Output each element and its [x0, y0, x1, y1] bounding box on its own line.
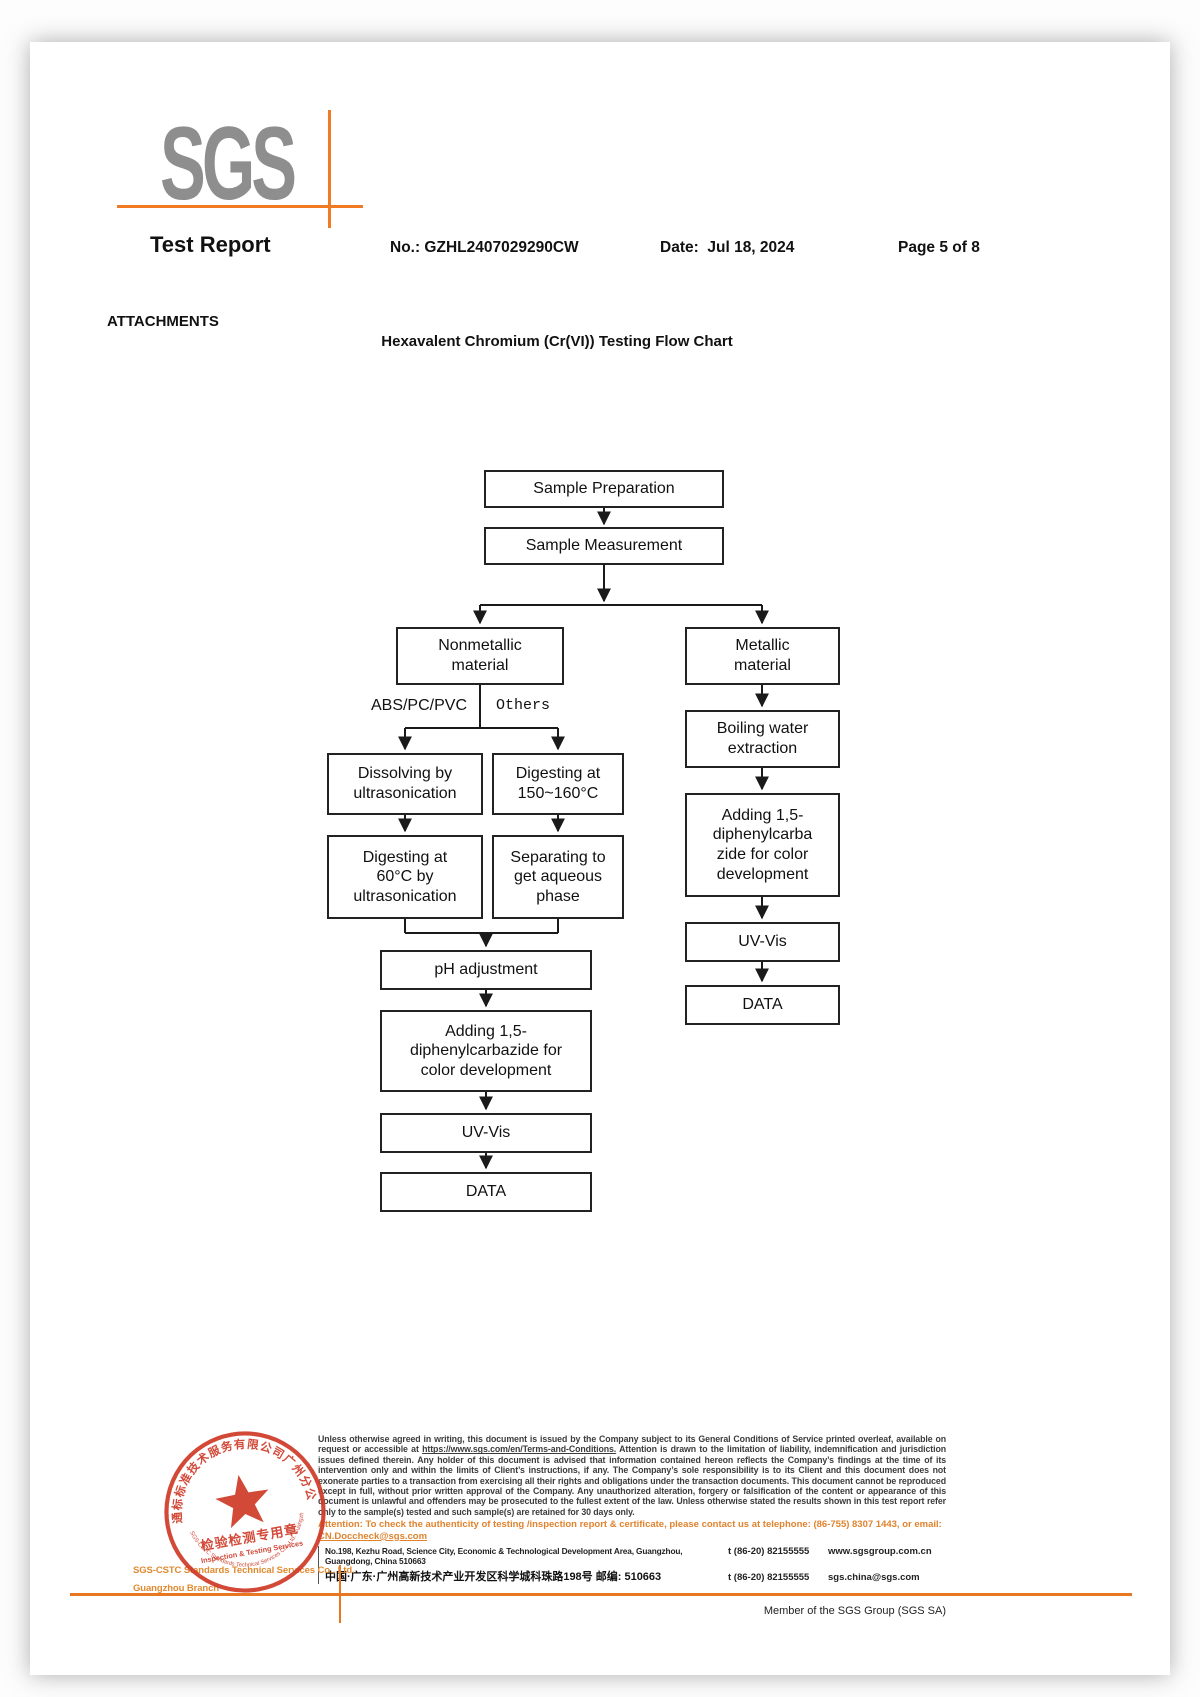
legal-disclaimer: Unless otherwise agreed in writing, this…: [318, 1434, 946, 1517]
flow-node-data-left: DATA: [380, 1172, 592, 1212]
flow-node-adding-dpc-right: Adding 1,5- diphenylcarba zide for color…: [685, 793, 840, 897]
attachments-heading: ATTACHMENTS: [107, 313, 219, 330]
report-number: No.: GZHL2407029290CW: [390, 239, 579, 256]
company-name-line: SGS-CSTC Standards Technical Services Co…: [133, 1565, 355, 1576]
flowchart-connectors: [398, 508, 769, 1170]
flow-node-boiling-water-extraction: Boiling water extraction: [685, 710, 840, 768]
logo-underline: [117, 205, 363, 208]
doccheck-email: CN.Doccheck@sgs.com: [318, 1530, 428, 1542]
flow-node-digesting-150-160: Digesting at 150~160°C: [492, 753, 624, 815]
footer-orange-rule: [70, 1593, 1132, 1596]
company-branch-line: Guangzhou Branch: [133, 1583, 220, 1594]
address-row-en: No.198, Kezhu Road, Science City, Econom…: [325, 1546, 946, 1566]
address-block: No.198, Kezhu Road, Science City, Econom…: [318, 1545, 946, 1584]
flow-node-metallic-material: Metallic material: [685, 627, 840, 685]
flow-node-nonmetallic-material: Nonmetallic material: [396, 627, 564, 685]
legal-text-before-url: Unless otherwise agreed in writing, this…: [318, 1434, 946, 1455]
address-chinese: 中国·广东·广州高新技术产业开发区科学城科珠路198号 邮编: 510663: [325, 1570, 662, 1583]
legal-text-after-url: Attention is drawn to the limitation of …: [318, 1444, 947, 1517]
flow-node-separating-aqueous: Separating to get aqueous phase: [492, 835, 624, 919]
stamp-circle: [164, 1431, 326, 1593]
footer-orange-tick: [339, 1565, 341, 1623]
phone-number: t (86-20) 82155555: [728, 1545, 810, 1557]
address-row-cn: 中国·广东·广州高新技术产业开发区科学城科珠路198号 邮编: 510663 t…: [325, 1568, 946, 1584]
report-page: SGS Test Report No.: GZHL2407029290CW Da…: [30, 42, 1170, 1675]
logo-vertical-line: [328, 110, 331, 228]
footer-text-block: Unless otherwise agreed in writing, this…: [318, 1434, 946, 1584]
sgs-logo: SGS: [160, 106, 297, 222]
report-date: Date: Jul 18, 2024: [660, 239, 795, 256]
flow-node-adding-dpc-left: Adding 1,5- diphenylcarbazide for color …: [380, 1010, 592, 1092]
branch-label-others: Others: [496, 697, 551, 714]
stamp-star: [215, 1474, 269, 1529]
flowchart-title: Hexavalent Chromium (Cr(VI)) Testing Flo…: [381, 333, 733, 350]
flow-node-uv-vis-right: UV-Vis: [685, 922, 840, 962]
flow-node-sample-measurement: Sample Measurement: [484, 527, 724, 565]
branch-label-abs-pc-pvc: ABS/PC/PVC: [370, 697, 467, 714]
sgs-group-member-line: Member of the SGS Group (SGS SA): [763, 1605, 946, 1617]
flow-node-ph-adjustment: pH adjustment: [380, 950, 592, 990]
flow-node-dissolving-ultrasonication: Dissolving by ultrasonication: [327, 753, 483, 815]
phone-number: t (86-20) 82155555: [728, 1571, 810, 1583]
attention-text: Attention: To check the authenticity of …: [318, 1519, 942, 1530]
address-english: No.198, Kezhu Road, Science City, Econom…: [325, 1545, 683, 1566]
flow-node-sample-preparation: Sample Preparation: [484, 470, 724, 508]
flow-node-uv-vis-left: UV-Vis: [380, 1113, 592, 1153]
contact-email: sgs.china@sgs.com: [828, 1571, 920, 1583]
attention-note: Attention: To check the authenticity of …: [318, 1519, 946, 1543]
flow-node-data-right: DATA: [685, 985, 840, 1025]
website-url: www.sgsgroup.com.cn: [828, 1545, 932, 1557]
page-indicator: Page 5 of 8: [898, 239, 980, 256]
flow-node-digesting-60: Digesting at 60°C by ultrasonication: [327, 835, 483, 919]
inspection-stamp: 通标标准技术服务有限公司广州分公司 检验检测专用章 Inspection & T…: [142, 1409, 326, 1593]
terms-url: https://www.sgs.com/en/Terms-and-Conditi…: [422, 1444, 617, 1455]
report-title: Test Report: [150, 232, 271, 257]
